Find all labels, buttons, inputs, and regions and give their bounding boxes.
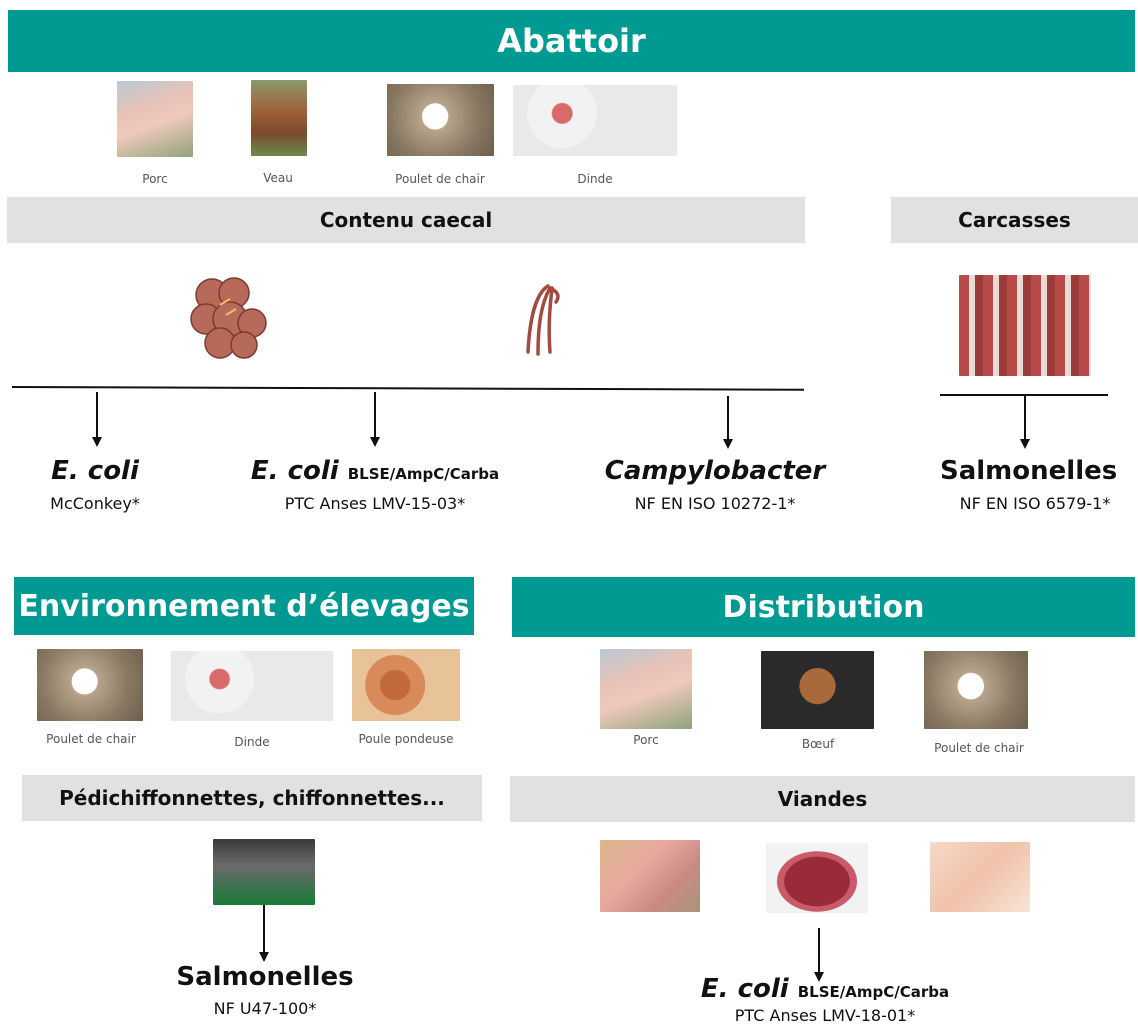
animal-caption-poulet: Poulet de chair (395, 172, 485, 186)
dist-caption-boeuf: Bœuf (801, 737, 835, 751)
chicken-photo (37, 649, 143, 721)
carcass-photo (959, 275, 1091, 376)
result-salmonelles-env-organism: Salmonelles (176, 962, 354, 992)
result-salmonelles-env-method: NF U47-100* (213, 999, 317, 1018)
arrow-head-salmonelles-carcass (1020, 439, 1030, 449)
result-ecoli-dist-title: E. coli BLSE/AmpC/Carba (660, 974, 990, 1004)
distribution-sample-label: Viandes (777, 787, 868, 811)
arrow-shaft-ecoli (96, 392, 98, 437)
result-campylobacter-organism: Campylobacter (604, 456, 826, 486)
result-salmonelles-carcass-title: Salmonelles (940, 456, 1117, 486)
carcass-label: Carcasses (958, 208, 1071, 232)
arrow-shaft-campylobacter (727, 396, 729, 439)
abattoir-header: Abattoir (8, 10, 1135, 72)
pig-photo (117, 81, 193, 157)
environnement-title: Environnement d’élevages (18, 588, 470, 624)
abattoir-title: Abattoir (497, 22, 646, 60)
hens-photo (352, 649, 460, 721)
animal-caption-veau: Veau (263, 171, 293, 185)
distribution-header: Distribution (512, 577, 1135, 637)
result-salmonelles-carcass-method: NF EN ISO 6579-1* (959, 494, 1111, 513)
carcass-divider-line (940, 394, 1108, 396)
caecum-illustration (190, 277, 267, 359)
caecal-content-bar: Contenu caecal (7, 197, 805, 243)
dist-caption-poulet: Poulet de chair (934, 741, 1024, 755)
result-ecoli-title: E. coli (0, 456, 190, 486)
result-ecoli-blse-title: E. coli BLSE/AmpC/Carba (230, 456, 520, 486)
dist-caption-porc: Porc (633, 733, 659, 747)
distribution-sample-bar: Viandes (510, 776, 1135, 822)
caecal-divider-line (11, 386, 804, 391)
result-campylobacter-title: Campylobacter (600, 456, 830, 486)
chicken-photo (924, 651, 1028, 729)
turkey-photo (513, 85, 677, 156)
arrow-head-ecoli-blse (370, 437, 380, 447)
env-caption-dinde: Dinde (234, 735, 270, 749)
arrow-shaft-salmonelles-env (263, 905, 265, 952)
arrow-shaft-ecoli-dist (818, 928, 820, 973)
result-ecoli-blse-method: PTC Anses LMV-15-03* (284, 494, 466, 513)
distribution-title: Distribution (722, 589, 925, 625)
cow-photo (761, 651, 874, 729)
arrow-head-salmonelles-env (259, 952, 269, 962)
pig-photo (600, 649, 692, 729)
chicken-photo (387, 84, 494, 156)
environnement-header: Environnement d’élevages (14, 577, 474, 635)
intestine-illustration (526, 284, 560, 356)
animal-caption-dinde: Dinde (577, 172, 613, 186)
beef-meat-photo (766, 843, 868, 913)
result-ecoli-organism: E. coli (51, 456, 139, 486)
result-campylobacter-method: NF EN ISO 10272-1* (634, 494, 796, 513)
result-ecoli-dist-suffix: BLSE/AmpC/Carba (797, 983, 950, 1001)
result-ecoli-blse-suffix: BLSE/AmpC/Carba (347, 465, 500, 483)
environnement-sample-label: Pédichiffonnettes, chiffonnettes... (59, 786, 445, 810)
environnement-sample-bar: Pédichiffonnettes, chiffonnettes... (22, 775, 482, 821)
env-caption-poule: Poule pondeuse (358, 732, 454, 746)
arrow-shaft-ecoli-blse (374, 392, 376, 437)
arrow-shaft-salmonelles-carcass (1024, 396, 1026, 439)
caecal-content-label: Contenu caecal (319, 208, 493, 232)
boot-swab-photo (213, 839, 315, 905)
env-caption-poulet: Poulet de chair (46, 732, 136, 746)
carcass-bar: Carcasses (891, 197, 1138, 243)
chicken-meat-photo (930, 842, 1030, 912)
turkey-photo (171, 651, 333, 721)
result-ecoli-dist-method: PTC Anses LMV-18-01* (734, 1006, 916, 1025)
result-salmonelles-carcass-organism: Salmonelles (940, 456, 1118, 486)
result-ecoli-blse-organism: E. coli (250, 456, 339, 486)
calf-photo (251, 80, 307, 156)
arrow-head-ecoli (92, 437, 102, 447)
arrow-head-ecoli-dist (814, 972, 824, 982)
pork-meat-photo (600, 840, 700, 912)
result-ecoli-dist-organism: E. coli (700, 974, 789, 1004)
result-ecoli-method: McConkey* (50, 494, 140, 513)
animal-caption-porc: Porc (142, 172, 168, 186)
result-salmonelles-env-title: Salmonelles (170, 962, 360, 992)
arrow-head-campylobacter (723, 439, 733, 449)
